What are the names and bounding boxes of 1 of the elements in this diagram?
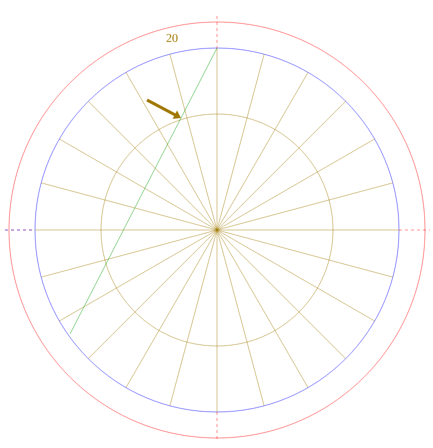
angle-label: 20 — [166, 34, 178, 42]
